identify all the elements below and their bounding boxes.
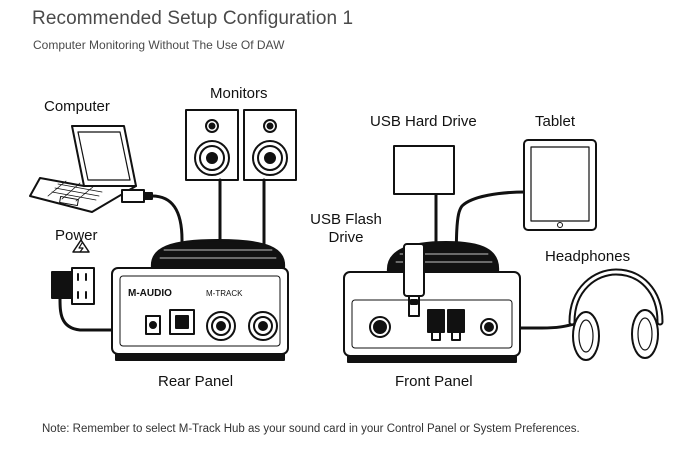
page-subtitle: Computer Monitoring Without The Use Of D… (33, 38, 285, 52)
laptop-icon (29, 125, 137, 213)
tablet-label: Tablet (535, 113, 576, 130)
headphones-label: Headphones (545, 248, 631, 265)
rear-panel-label: Rear Panel (158, 373, 234, 390)
computer-label: Computer (44, 98, 110, 115)
front-panel-label: Front Panel (395, 373, 473, 390)
usb-hard-drive-label: USB Hard Drive (370, 113, 477, 130)
rear-panel-device: M-AUDIO M-TRACK (111, 239, 289, 361)
tablet-icon (523, 139, 597, 231)
speaker-right-icon (243, 109, 297, 181)
usb-flash-drive-label: USB Flash Drive (310, 211, 382, 246)
setup-note: Note: Remember to select M-Track Hub as … (42, 423, 580, 435)
power-label: Power (55, 227, 98, 244)
page-title: Recommended Setup Configuration 1 (32, 8, 354, 29)
usb-hard-drive-icon (393, 145, 455, 195)
model-label: M-TRACK (206, 289, 243, 298)
speaker-left-icon (185, 109, 239, 181)
brand-label: M-AUDIO (128, 288, 172, 299)
power-outlet-icon (51, 239, 95, 305)
monitors-label: Monitors (210, 85, 268, 102)
front-panel-device (343, 241, 521, 363)
headphones-icon (568, 268, 664, 361)
usb-flash-drive-icon (403, 243, 425, 317)
